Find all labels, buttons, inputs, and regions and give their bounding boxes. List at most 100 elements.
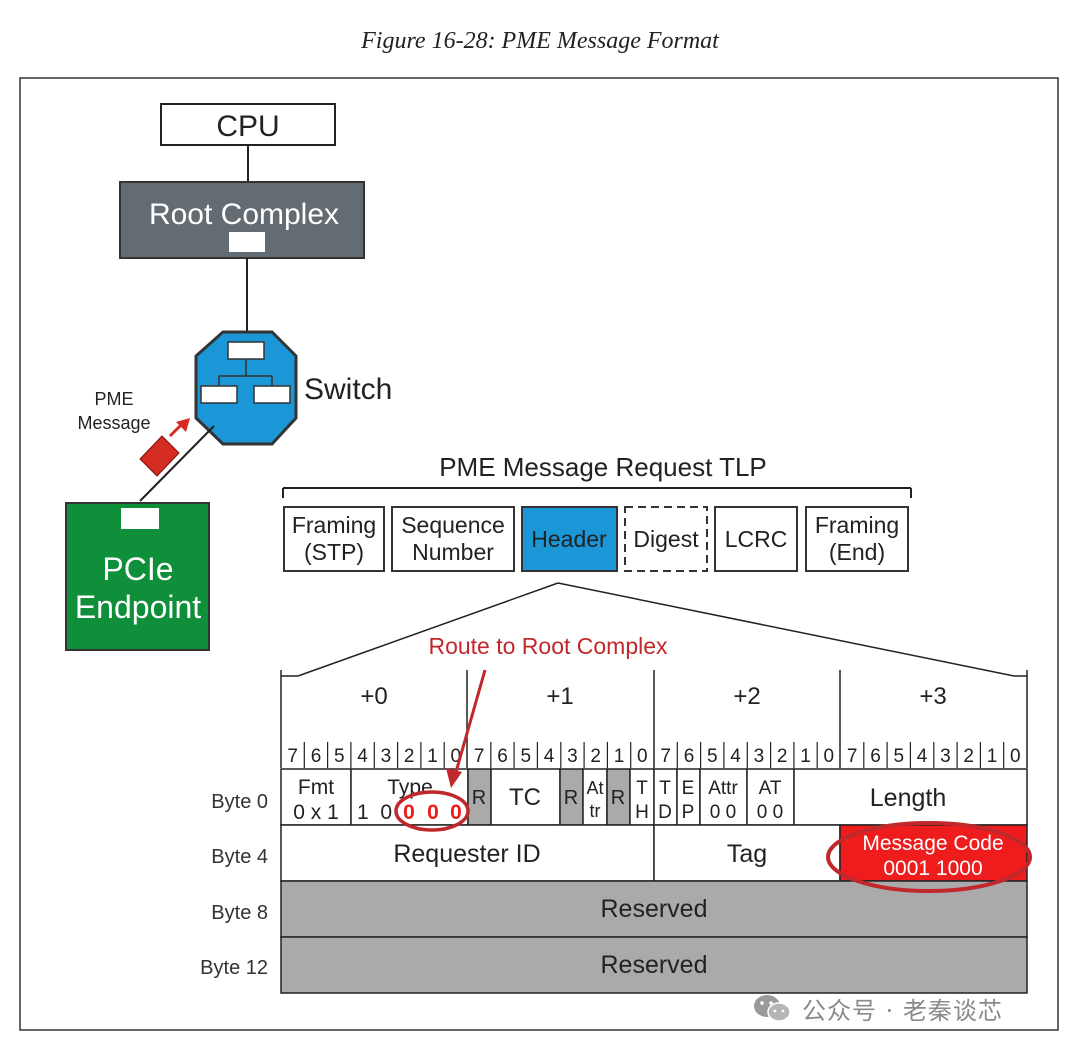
header-row-1: Requester ID Tag Message Code 0001 1000 [280, 824, 1028, 882]
length-cell [793, 768, 1028, 826]
bit-number: 5 [334, 746, 345, 767]
message-code-label: Message Code [862, 832, 1003, 855]
r-label-3: R [611, 787, 625, 809]
type-value-prefix: 1 0 [357, 801, 392, 824]
tag-cell [653, 824, 841, 882]
attr-bit-label-1: At [586, 778, 603, 798]
tlp-field-lcrc-label: LCRC [725, 526, 788, 552]
th-label-1: T [636, 778, 648, 799]
bit-number: 2 [963, 746, 974, 767]
tlp-field-seq-l1: Sequence [401, 512, 505, 538]
endpoint-port [121, 508, 159, 529]
bit-number: 1 [427, 746, 438, 767]
bit-number: 6 [497, 746, 508, 767]
row-label-byte0: Byte 0 [211, 791, 268, 813]
route-annotation: Route to Root Complex [428, 633, 668, 659]
attr-label: Attr [708, 778, 738, 799]
bit-number: 1 [987, 746, 998, 767]
type-route-bit-1: 0 [427, 801, 439, 824]
type-route-bit-0: 0 [403, 801, 415, 824]
at-label: AT [759, 778, 782, 799]
switch-internal [218, 359, 273, 386]
cpu-box [160, 103, 336, 146]
ep-label-1: E [682, 778, 695, 799]
fmt-label: Fmt [298, 776, 334, 799]
bit-number: 5 [894, 746, 905, 767]
attr-bit-label-2: tr [590, 801, 601, 821]
figure-title: Figure 16-28: PME Message Format [361, 28, 719, 54]
byte-offset-3: +3 [919, 683, 946, 710]
bit-number: 6 [870, 746, 881, 767]
bit-number: 2 [590, 746, 601, 767]
attr-bit-cell [582, 768, 608, 826]
tlp-title: PME Message Request TLP [439, 452, 767, 482]
row-label-byte8: Byte 8 [211, 902, 268, 924]
tlp-field-seq-l2: Number [412, 539, 494, 565]
tlp-bracket [282, 487, 912, 498]
endpoint-label-line2: Endpoint [75, 589, 201, 625]
bit-number: 7 [660, 746, 671, 767]
th-label-2: H [635, 802, 649, 823]
fmt-cell [280, 768, 352, 826]
switch-label: Switch [304, 373, 392, 406]
cpu-label: CPU [216, 110, 279, 143]
watermark: 公众号 · 老秦谈芯 [752, 988, 1003, 1028]
switch-endpoint-link [139, 425, 215, 502]
header-row-0: Fmt 0 x 1 Type 1 0 0 0 0 R TC R At tr R … [280, 768, 1028, 826]
pme-label-line1: PME [94, 389, 133, 409]
bit-number: 4 [357, 746, 368, 767]
bit-number: 5 [521, 746, 532, 767]
ep-label-2: P [682, 802, 695, 823]
type-route-highlight [394, 790, 470, 832]
row-label-byte12: Byte 12 [200, 957, 268, 979]
tlp-field-lcrc [714, 506, 798, 572]
figure-frame [19, 77, 1059, 1031]
reserved-label-byte12: Reserved [601, 951, 708, 979]
tlp-field-framing-stp-l2: (STP) [304, 539, 364, 565]
bit-number: 3 [754, 746, 765, 767]
attr-cell [699, 768, 748, 826]
tlp-field-framing-end-l1: Framing [815, 512, 899, 538]
td-label-2: D [658, 802, 672, 823]
root-complex-label: Root Complex [149, 198, 339, 231]
bit-number: 3 [567, 746, 578, 767]
tc-label: TC [509, 784, 541, 811]
bit-number: 6 [311, 746, 322, 767]
tlp-field-framing-stp-l1: Framing [292, 512, 376, 538]
tlp-field-digest-label: Digest [633, 526, 699, 552]
attr-value: 0 0 [710, 802, 736, 823]
pme-label-line2: Message [77, 413, 150, 433]
tlp-field-sequence-number [391, 506, 515, 572]
tlp-field-header [521, 506, 618, 572]
tlp-field-header-label: Header [531, 526, 607, 552]
bit-number: 0 [637, 746, 648, 767]
header-zoom-lines [281, 582, 1027, 677]
reserved-cell-byte12 [280, 936, 1028, 994]
route-arrow [446, 669, 487, 788]
requester-id-cell [280, 824, 655, 882]
fmt-value: 0 x 1 [293, 801, 339, 824]
at-value: 0 0 [757, 802, 783, 823]
bit-number: 0 [451, 746, 462, 767]
wechat-icon [754, 995, 791, 1022]
bit-number: 1 [800, 746, 811, 767]
tlp-field-digest [624, 506, 708, 572]
byte-offset-0: +0 [360, 683, 387, 710]
message-code-cell [839, 824, 1028, 882]
bit-number: 2 [404, 746, 415, 767]
switch-port-upstream [227, 341, 265, 360]
pme-packet-icon [139, 418, 190, 477]
bit-number: 7 [847, 746, 858, 767]
td-label-1: T [659, 778, 671, 799]
bit-number: 5 [707, 746, 718, 767]
byte-offset-2: +2 [733, 683, 760, 710]
reserved-label-byte8: Reserved [601, 895, 708, 923]
message-code-value: 0001 1000 [883, 857, 982, 880]
bit-number: 6 [684, 746, 695, 767]
bit-number: 7 [287, 746, 298, 767]
bit-number: 1 [614, 746, 625, 767]
tag-label: Tag [727, 840, 767, 868]
tlp-field-framing-end [805, 506, 909, 572]
